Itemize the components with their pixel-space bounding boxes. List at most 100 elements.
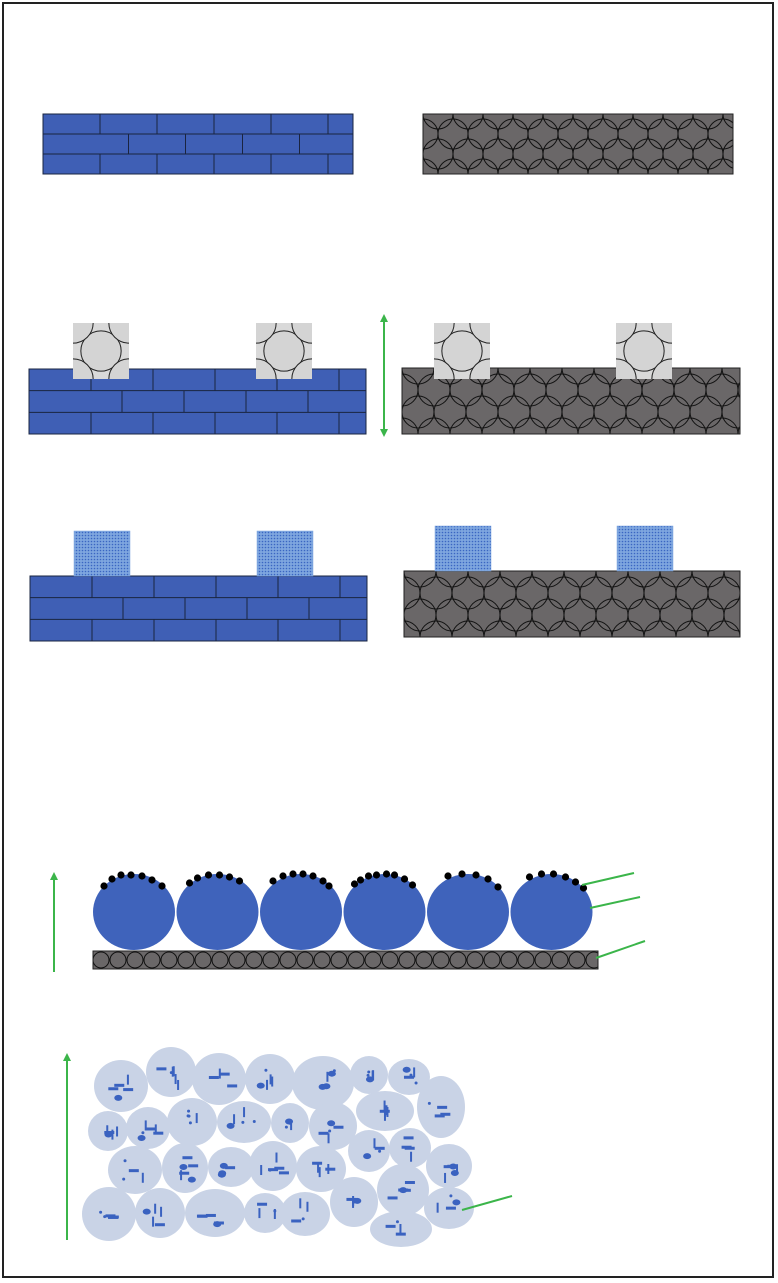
pore-circle xyxy=(593,368,627,385)
inclusion-bar xyxy=(128,1169,139,1173)
surface-dot xyxy=(309,872,317,880)
surface-dot xyxy=(356,876,365,884)
packed-corner-circle xyxy=(108,358,129,379)
inclusion-speck xyxy=(288,1121,292,1125)
inclusion-bar xyxy=(403,1075,414,1079)
inclusion-dot xyxy=(217,1171,226,1178)
pore-circle xyxy=(659,571,693,588)
inclusion-speck xyxy=(123,1159,127,1163)
packed-corner-circle xyxy=(256,323,277,344)
large-particle xyxy=(343,874,426,950)
inclusion-bar xyxy=(123,1088,134,1092)
surface-dot xyxy=(382,870,391,878)
surface-dot xyxy=(269,877,277,885)
layer-pore xyxy=(534,951,552,969)
layer-pore xyxy=(517,951,535,969)
inclusion-bar-vertical xyxy=(172,1066,175,1077)
aggregate-blob xyxy=(292,1056,354,1110)
pore-circle xyxy=(497,158,529,174)
inclusion-bar-vertical xyxy=(126,1074,129,1085)
inclusion-bar xyxy=(374,1146,385,1150)
leader-line-large-particle xyxy=(589,896,641,909)
inclusion-bar-vertical xyxy=(258,1208,261,1219)
pore-circle xyxy=(617,158,649,174)
inclusion-bar-vertical xyxy=(243,1107,246,1118)
packed-center-circle xyxy=(80,330,122,372)
surface-dot xyxy=(158,882,166,890)
surface-dot xyxy=(400,875,409,883)
packed-corner-circle xyxy=(434,358,455,379)
pore-circle xyxy=(572,114,604,130)
inclusion-bar xyxy=(404,1181,415,1185)
packed-corner-circle xyxy=(73,323,94,344)
pore-circle xyxy=(417,417,451,434)
inclusion-bar xyxy=(395,1232,406,1236)
packed-center-circle xyxy=(263,330,305,372)
pore-circle xyxy=(692,114,724,130)
leader-line-aggregate xyxy=(461,1195,513,1211)
pore-circle xyxy=(402,368,403,373)
layer-pore xyxy=(279,951,297,969)
inclusion-bar xyxy=(291,1219,302,1223)
surface-dot xyxy=(579,884,588,892)
inclusion-dot xyxy=(322,1083,331,1090)
mesh-block xyxy=(434,525,492,572)
surface-dot xyxy=(494,883,502,891)
layer-pore xyxy=(466,951,484,969)
aggregate-blob xyxy=(82,1187,136,1241)
pore-circle xyxy=(737,381,740,399)
inclusion-bar xyxy=(333,1125,344,1129)
pore-circle xyxy=(547,620,581,637)
layer-pore xyxy=(262,951,280,969)
pore-circle xyxy=(513,417,547,434)
inclusion-bar xyxy=(156,1067,167,1071)
inclusion-speck xyxy=(427,1101,431,1105)
pore-circle xyxy=(482,114,514,130)
inclusion-bar-vertical xyxy=(410,1151,413,1162)
porous-outline xyxy=(403,570,741,638)
inclusion-dot xyxy=(179,1163,188,1170)
pore-circle xyxy=(595,571,629,588)
inclusion-bar-vertical xyxy=(195,1113,198,1124)
inclusion-speck xyxy=(99,1210,103,1214)
pore-circle xyxy=(545,417,579,434)
layer-pore xyxy=(296,951,314,969)
inclusion-bar xyxy=(440,1112,451,1116)
inclusion-bar xyxy=(114,1083,125,1087)
inclusion-bar-vertical xyxy=(152,1216,155,1227)
inclusion-speck xyxy=(366,1073,370,1077)
particles-on-porous-layer xyxy=(92,870,599,970)
layer-pore xyxy=(160,951,178,969)
inclusion-bar-vertical xyxy=(456,1164,459,1175)
inclusion-bar xyxy=(437,1105,448,1109)
pore-circle xyxy=(641,417,675,434)
inclusion-bar xyxy=(182,1156,193,1160)
inclusion-bar-vertical xyxy=(444,1172,447,1183)
inclusion-bar-vertical xyxy=(436,1202,439,1213)
layer-pore xyxy=(194,951,212,969)
surface-dot xyxy=(444,872,452,880)
surface-dot xyxy=(127,871,135,879)
pore-circle xyxy=(402,407,403,417)
inclusion-bar-vertical xyxy=(306,1201,309,1212)
pore-circle xyxy=(529,368,563,385)
surface-dot xyxy=(148,876,156,884)
inclusion-bar xyxy=(443,1165,454,1169)
inclusion-bar-vertical xyxy=(372,1070,375,1081)
inclusion-speck xyxy=(187,1114,191,1118)
inclusion-speck xyxy=(395,1220,399,1224)
surface-dot xyxy=(117,871,125,879)
aggregate-blob xyxy=(249,1141,297,1191)
packed-corner-circle xyxy=(434,323,455,344)
surface-dot xyxy=(408,881,417,889)
pore-circle xyxy=(404,571,437,588)
inclusion-bar xyxy=(227,1084,238,1088)
clipped-group xyxy=(73,323,129,379)
inclusion-bar xyxy=(108,1215,119,1219)
inclusion-bar-vertical xyxy=(273,1208,276,1219)
inclusion-speck xyxy=(187,1109,191,1113)
pore-circle xyxy=(657,368,691,385)
leader-line-porous-layer xyxy=(595,940,646,959)
inclusion-bar-vertical xyxy=(177,1079,180,1090)
